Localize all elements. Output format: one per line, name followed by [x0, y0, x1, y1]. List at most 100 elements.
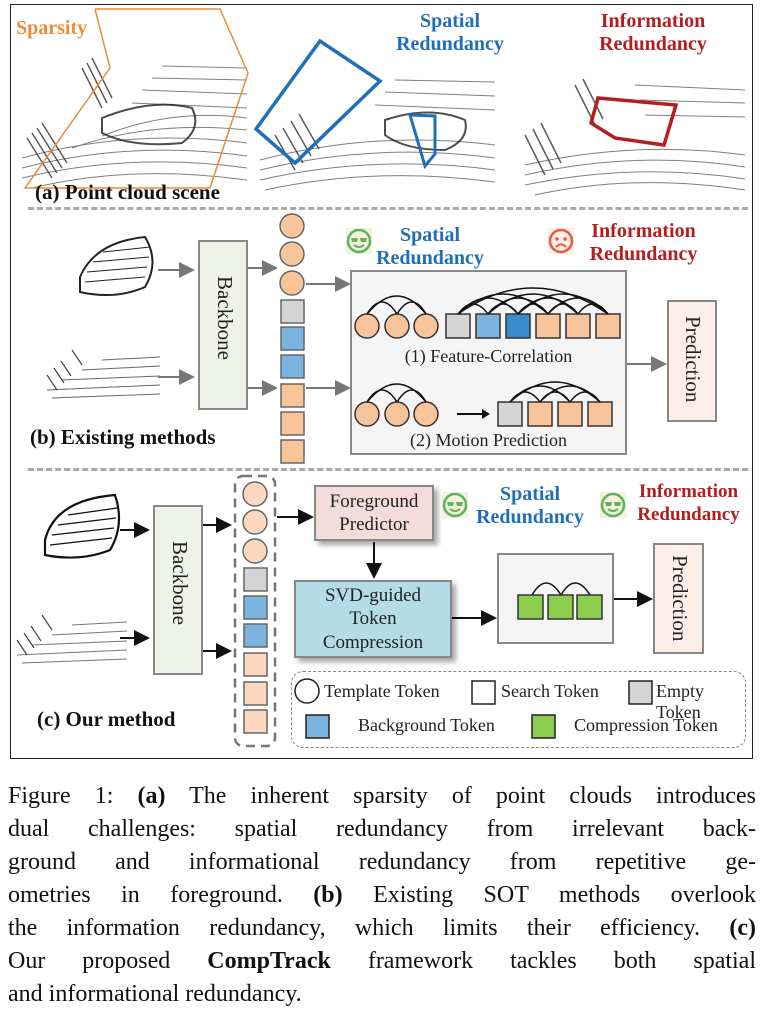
caption-text: Existing SOT methods overlook: [342, 882, 756, 908]
caption-line: and informational redundancy.: [8, 981, 302, 1007]
caption-bold: (a): [137, 783, 166, 809]
happy-sunglasses-face-icon: [346, 228, 372, 254]
svd-line1: SVD-guided: [324, 585, 422, 606]
sparsity-region-outline: [23, 8, 249, 189]
panel-c-spatial-label: Spatial Redundancy: [466, 483, 594, 529]
info-line2: Redundancy: [637, 504, 740, 525]
caption-text: the information redundancy, which limits…: [8, 915, 730, 941]
panel-c-label: (c) Our method: [37, 707, 176, 731]
backbone-block-b: Backbone: [198, 240, 248, 410]
backbone-label: Backbone: [168, 541, 192, 625]
caption-bold: (c): [729, 915, 756, 941]
legend-search-swatch: [471, 680, 496, 705]
background-token: [280, 326, 305, 351]
foreground-predictor-block: Foreground Predictor: [314, 485, 434, 541]
panel-b-label: (b) Existing methods: [30, 425, 216, 449]
caption-bold: (b): [313, 882, 343, 908]
caption-text: Our proposed: [8, 948, 208, 974]
caption-text: framework tackles both spatial: [330, 948, 757, 974]
prediction-block-b: Prediction: [667, 300, 717, 422]
template-token: [279, 270, 305, 296]
token-column-c: [233, 474, 277, 748]
legend-template-label: Template Token: [324, 681, 440, 701]
search-token: [243, 681, 268, 706]
caption-line: dual challenges: spatial redundancy from…: [8, 816, 756, 842]
legend-empty-swatch: [628, 680, 653, 705]
prediction-label: Prediction: [668, 555, 692, 642]
empty-token: [280, 299, 305, 324]
fg-line2: Predictor: [339, 514, 409, 535]
search-point-cloud: [16, 614, 128, 664]
empty-token: [497, 401, 523, 427]
template-token: [242, 538, 268, 564]
info-line1: Information: [600, 10, 706, 32]
point-cloud-scene-2: [259, 79, 496, 191]
svd-line2: Token: [349, 608, 397, 629]
legend-search-label: Search Token: [501, 681, 599, 701]
template-token: [279, 241, 305, 267]
point-cloud-scene-3: [524, 78, 746, 196]
divider-b-c: [28, 468, 748, 471]
compression-token-diagram: [517, 582, 603, 620]
sad-face-icon: [548, 228, 574, 254]
svd-token-compression-block: SVD-guided Token Compression: [294, 580, 452, 658]
legend-background-swatch: [305, 714, 330, 739]
spatial-redundancy-outline: [253, 38, 437, 170]
search-token: [280, 439, 305, 464]
caption-text: The inherent sparsity of point clouds in…: [165, 783, 756, 809]
spatial-line1: Spatial: [499, 483, 561, 505]
feature-correlation-diagram: [354, 287, 621, 427]
point-cloud-scene-1: [21, 57, 248, 189]
template-token: [279, 213, 305, 239]
search-token: [280, 411, 305, 436]
search-token: [243, 709, 268, 734]
background-token: [280, 354, 305, 379]
search-token: [243, 652, 268, 677]
prediction-label: Prediction: [681, 316, 705, 403]
info-line2: Redundancy: [599, 33, 707, 55]
search-point-cloud: [46, 349, 161, 399]
legend-template-swatch: [294, 678, 320, 704]
fg-line1: Foreground: [329, 491, 419, 512]
info-line1: Information: [638, 481, 739, 502]
compression-token: [517, 594, 544, 620]
happy-sunglasses-face-icon: [600, 492, 626, 518]
compressed-correlation-panel: [497, 553, 614, 644]
panel-b-spatial-label: Spatial Redundancy: [370, 224, 490, 270]
background-token: [243, 595, 268, 620]
backbone-label: Backbone: [213, 276, 237, 360]
caption-text: ometries in foreground.: [8, 882, 314, 908]
search-token: [565, 313, 591, 339]
template-token: [242, 509, 268, 535]
panel-a-info-label: Information Redundancy: [578, 10, 728, 56]
panel-c-arrows: [120, 509, 653, 659]
caption-line: Figure 1: (a) The inherent sparsity of p…: [8, 780, 756, 813]
legend-compression-label: Compression Token: [574, 715, 718, 735]
template-token: [242, 481, 268, 507]
token-column-b: [279, 213, 305, 464]
motion-prediction-label: (2) Motion Prediction: [410, 430, 567, 450]
template-point-cloud: [79, 235, 154, 296]
happy-sunglasses-face-icon: [442, 492, 468, 518]
panel-a-spatial-label: Spatial Redundancy: [395, 10, 505, 56]
information-redundancy-outline: [588, 96, 679, 147]
caption-method-name: CompTrack: [207, 948, 331, 974]
sparsity-label: Sparsity: [16, 17, 88, 39]
caption-line: ometries in foreground. (b) Existing SOT…: [8, 879, 756, 912]
spatial-line1: Spatial: [419, 10, 481, 32]
caption-figure-number: Figure 1:: [8, 783, 138, 809]
backbone-block-c: Backbone: [153, 505, 203, 675]
panel-b-info-label: Information Redundancy: [576, 220, 711, 266]
legend-empty-label: Empty Token: [656, 681, 704, 722]
legend: Template Token Search Token Empty Token …: [291, 671, 746, 748]
correlation-panel: (1) Feature-Correlation (2) Motion Predi…: [350, 270, 627, 455]
compression-token: [547, 594, 574, 620]
feature-correlation-label: (1) Feature-Correlation: [404, 346, 573, 366]
spatial-line2: Redundancy: [376, 247, 484, 269]
search-token: [280, 383, 305, 408]
prediction-block-c: Prediction: [653, 543, 704, 654]
panel-c-info-label: Information Redundancy: [626, 480, 751, 526]
info-line1: Information: [591, 220, 696, 242]
info-line2: Redundancy: [589, 243, 698, 265]
caption-line: ground and informational redundancy from…: [8, 849, 756, 875]
